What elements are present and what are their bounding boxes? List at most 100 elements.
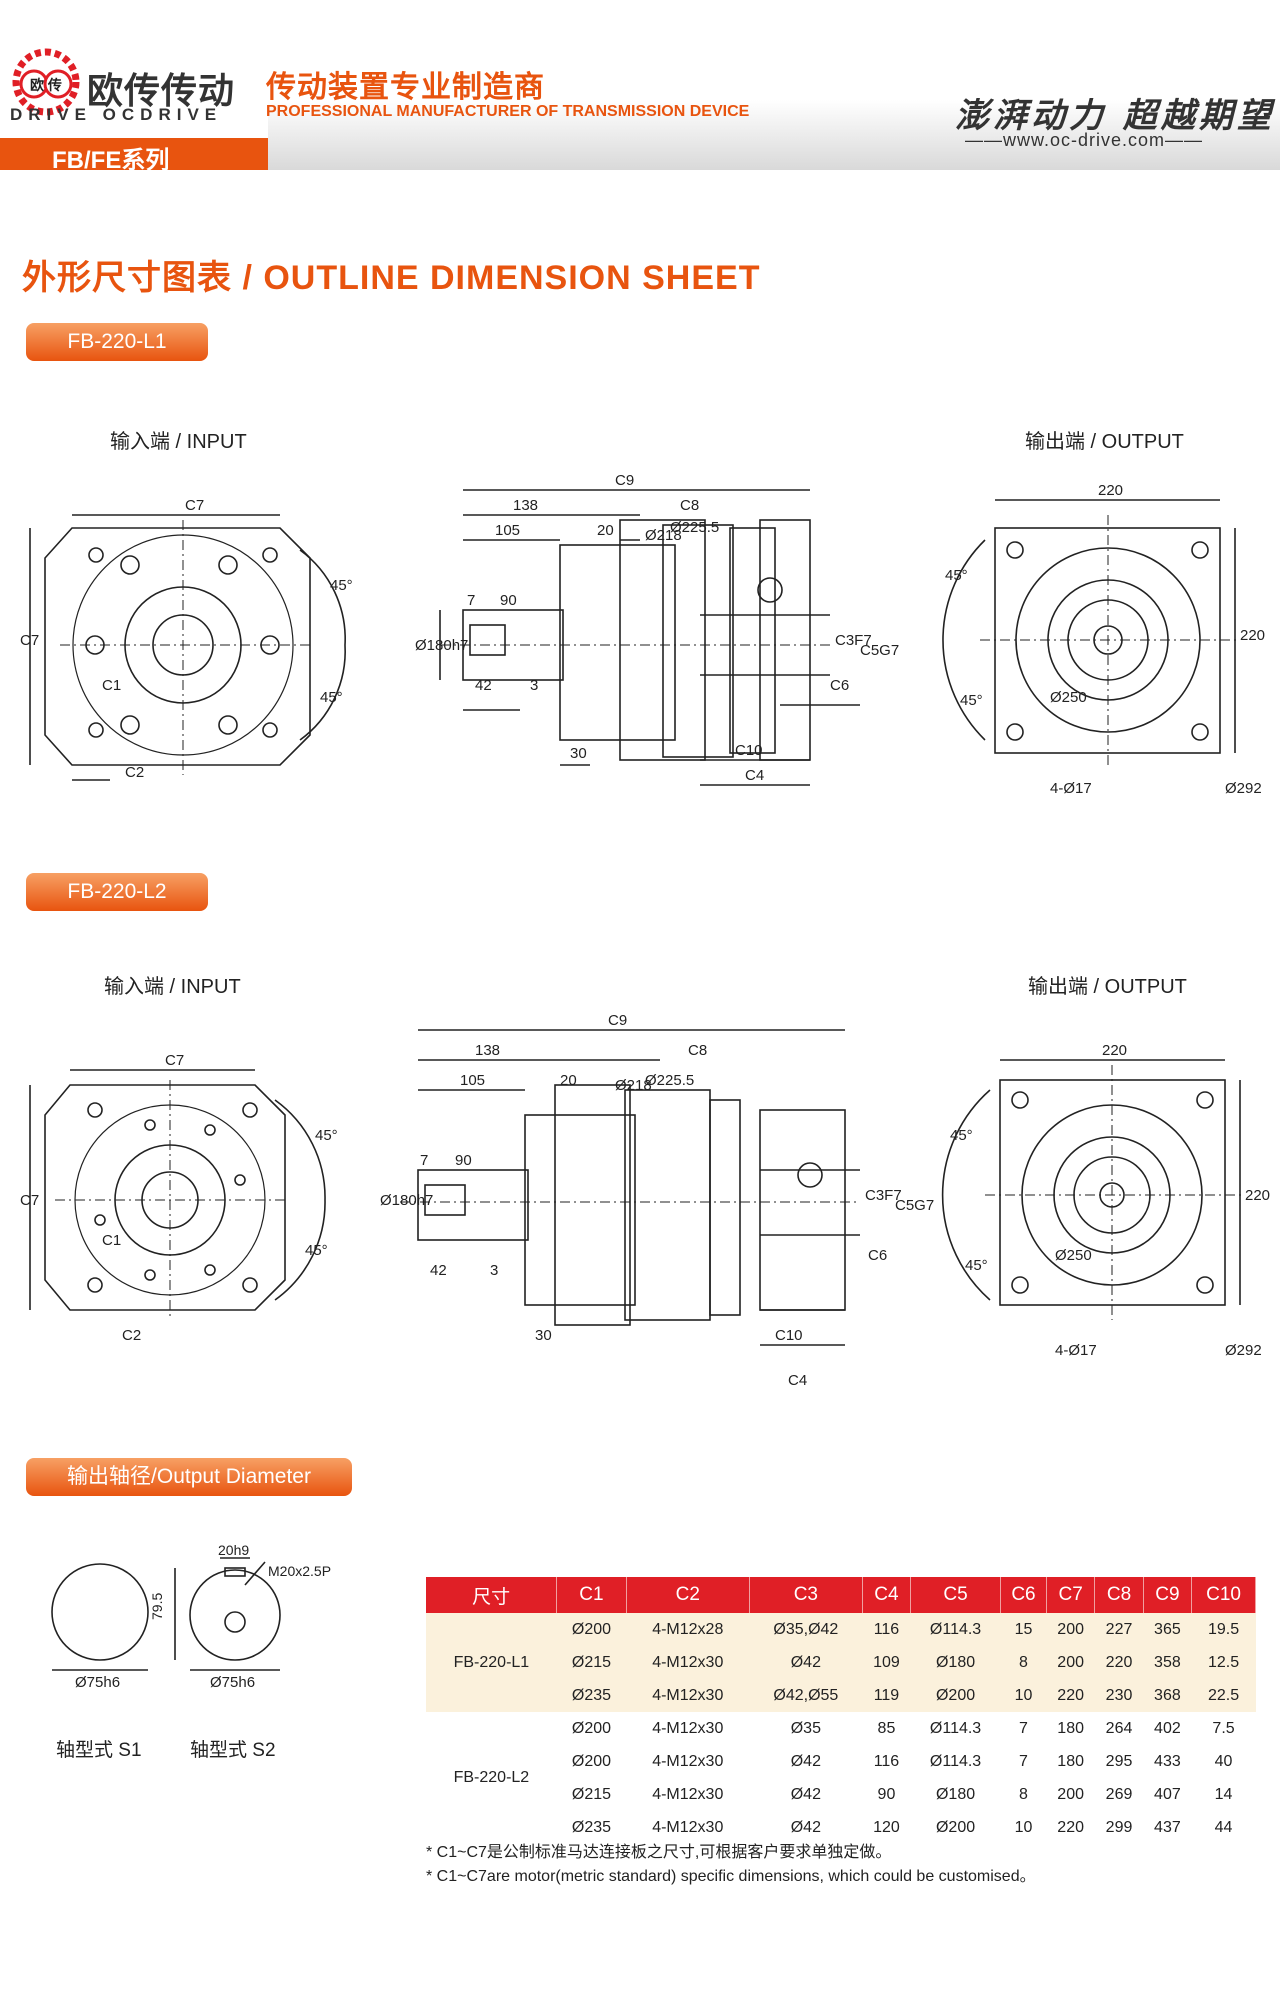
table-cell: Ø42	[749, 1745, 863, 1778]
table-cell: 4-M12x30	[626, 1811, 750, 1844]
table-cell: 269	[1094, 1778, 1144, 1811]
dim-45-b: 45°	[320, 689, 343, 706]
table-cell: 402	[1143, 1712, 1192, 1745]
dim2-c5: C5G7	[895, 1197, 934, 1214]
dim2-90: 90	[455, 1152, 472, 1169]
input-label-l2: 输入端 / INPUT	[104, 976, 241, 998]
table-cell: Ø200	[556, 1712, 627, 1745]
table-cell: 264	[1094, 1712, 1144, 1745]
table-cell: Ø215	[556, 1778, 627, 1811]
table-cell: 14	[1191, 1778, 1256, 1811]
dim2-d218: Ø218	[615, 1077, 652, 1094]
dim2-d292: Ø292	[1225, 1342, 1262, 1359]
output-diameter-badge: 输出轴径/Output Diameter	[26, 1458, 352, 1496]
dim2-4d17: 4-Ø17	[1055, 1342, 1097, 1359]
th-c5: C5	[910, 1577, 1001, 1613]
table-cell: 358	[1143, 1646, 1192, 1679]
table-cell: 4-M12x30	[626, 1679, 750, 1712]
th-c3: C3	[749, 1577, 863, 1613]
tagline-en: PROFESSIONAL MANUFACTURER OF TRANSMISSIO…	[266, 103, 750, 120]
dim-45-out-b: 45°	[960, 692, 983, 709]
dim-d250: Ø250	[1050, 689, 1087, 706]
table-cell: Ø114.3	[910, 1712, 1001, 1745]
table-cell: 180	[1046, 1712, 1095, 1745]
table-cell: 10	[1000, 1811, 1047, 1844]
table-header-row: 尺寸 C1 C2 C3 C4 C5 C6 C7 C8 C9 C10	[426, 1577, 1256, 1613]
brand-name-cn: 欧传传动	[87, 70, 236, 111]
dim-c10: C10	[735, 742, 763, 759]
dim2-c3: C3F7	[865, 1187, 902, 1204]
table-cell: 8	[1000, 1778, 1047, 1811]
table-cell: 230	[1094, 1679, 1144, 1712]
th-c4: C4	[862, 1577, 912, 1613]
table-cell: 4-M12x30	[626, 1745, 750, 1778]
dim2-20: 20	[560, 1072, 577, 1089]
dim-220-right: 220	[1240, 627, 1265, 644]
table-cell: 4-M12x30	[626, 1712, 750, 1745]
table-cell: 8	[1000, 1646, 1047, 1679]
th-c2: C2	[626, 1577, 750, 1613]
side-view	[439, 489, 860, 786]
drawing-l1: C7 C7 45° 45° C1 C2 C9 138 C8 105 20 Ø21…	[20, 472, 1265, 797]
side-view-l2	[400, 1029, 860, 1346]
output-flange-view-l2	[941, 1059, 1245, 1320]
table-note-cn: * C1~C7是公制标准马达连接板之尺寸,可根据客户要求单独定做。	[426, 1844, 892, 1861]
slogan: 澎湃动力 超越期望	[955, 96, 1275, 136]
dim2-c4: C4	[788, 1372, 807, 1389]
table-cell: Ø180	[910, 1778, 1001, 1811]
table-cell: 85	[862, 1712, 911, 1745]
brand-name-en: DRIVE OCDRIVE	[10, 105, 223, 124]
th-c8: C8	[1094, 1577, 1144, 1613]
dim2-c7-top: C7	[165, 1052, 184, 1069]
dim-c3: C3F7	[835, 632, 872, 649]
table-cell: Ø42,Ø55	[749, 1679, 863, 1712]
dim-c7-left: C7	[20, 632, 39, 649]
dim2-c10: C10	[775, 1327, 803, 1344]
table-cell: 7.5	[1191, 1712, 1256, 1745]
dim2-220-top: 220	[1102, 1042, 1127, 1059]
table-cell: 109	[862, 1646, 911, 1679]
dim-c9: C9	[615, 472, 634, 489]
table-cell: 220	[1046, 1679, 1095, 1712]
s1-diameter: Ø75h6	[75, 1674, 120, 1691]
table-cell: Ø114.3	[910, 1745, 1001, 1778]
shaft-s2-label: 轴型式 S2	[190, 1740, 276, 1761]
tagline-cn: 传动装置专业制造商	[266, 71, 545, 104]
page-header: 欧 传 欧传传动 DRIVE OCDRIVE 传动装置专业制造商 PROFESS…	[0, 0, 1280, 174]
table-cell: Ø200	[556, 1745, 627, 1778]
table-cell: 4-M12x30	[626, 1778, 750, 1811]
model-badge-l1: FB-220-L1	[26, 323, 208, 361]
s2-key-width: 20h9	[218, 1542, 249, 1558]
dim-220-top: 220	[1098, 482, 1123, 499]
dim-d2255: Ø225.5	[670, 519, 719, 536]
shaft-drawings: Ø75h6 20h9 M20x2.5P 79.5 Ø75h6	[51, 1542, 331, 1691]
table-cell: Ø35,Ø42	[749, 1613, 863, 1646]
output-label-l1: 输出端 / OUTPUT	[1025, 431, 1184, 453]
shaft-s1-circle	[51, 1563, 149, 1661]
dim2-c6: C6	[868, 1247, 887, 1264]
dim-c6: C6	[830, 677, 849, 694]
dim2-d2255: Ø225.5	[645, 1072, 694, 1089]
th-c6: C6	[1000, 1577, 1047, 1613]
dim2-c1: C1	[102, 1232, 121, 1249]
model-cell: FB-220-L2	[426, 1712, 557, 1844]
table-cell: 227	[1094, 1613, 1144, 1646]
th-c7: C7	[1046, 1577, 1096, 1613]
dim2-c2: C2	[122, 1327, 141, 1344]
dim-d218: Ø218	[645, 527, 682, 544]
dim2-45-out-a: 45°	[950, 1127, 973, 1144]
table-cell: 4-M12x28	[626, 1613, 750, 1646]
s2-height: 79.5	[149, 1593, 165, 1620]
table-cell: 15	[1000, 1613, 1047, 1646]
table-cell: 299	[1094, 1811, 1144, 1844]
table-cell: 295	[1094, 1745, 1144, 1778]
shaft-s2-circle	[189, 1569, 281, 1661]
output-label-l2: 输出端 / OUTPUT	[1028, 976, 1187, 998]
dim2-220-right: 220	[1245, 1187, 1270, 1204]
input-flange-view-l2	[29, 1069, 326, 1320]
dim-c4: C4	[745, 767, 764, 784]
s2-diameter: Ø75h6	[210, 1674, 255, 1691]
